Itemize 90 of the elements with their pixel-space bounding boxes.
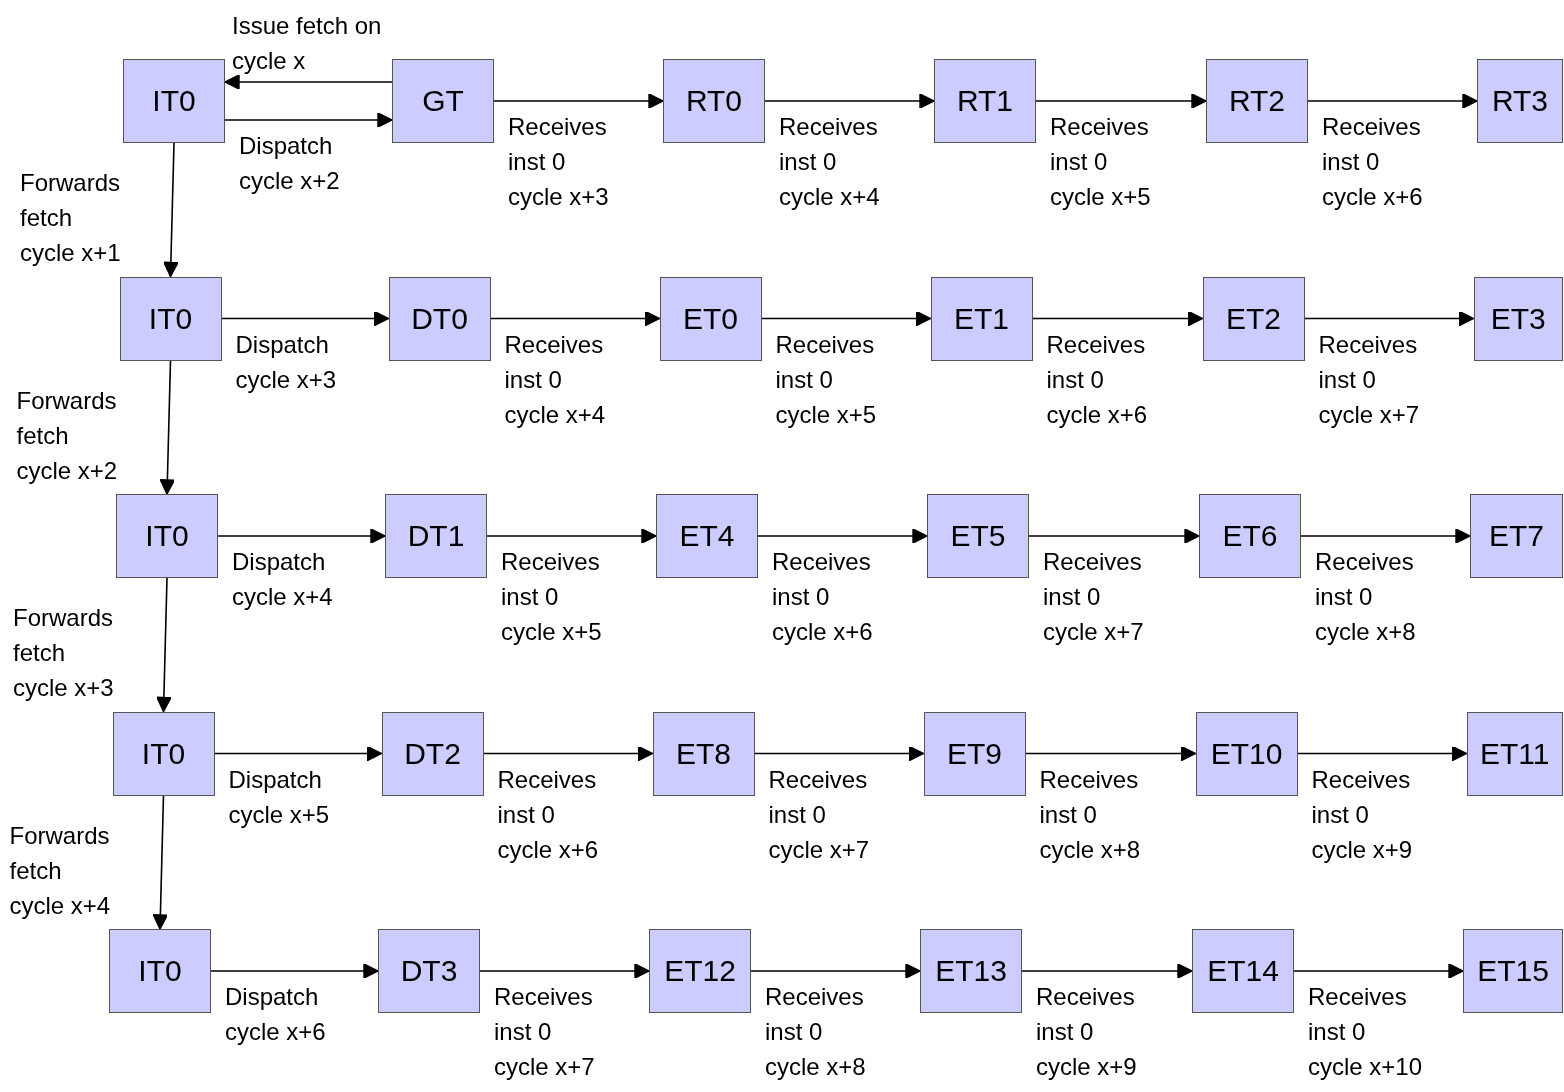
edge-label: Receives inst 0 cycle x+6: [497, 764, 600, 865]
process-box: ET5: [927, 494, 1029, 578]
arrow: [152, 794, 169, 930]
process-box: ET4: [656, 494, 758, 578]
arrow: [224, 74, 393, 90]
process-box: GT: [392, 59, 494, 143]
edge-label: Receives inst 0 cycle x+5: [1050, 112, 1152, 212]
arrow: [482, 745, 654, 762]
arrow: [210, 963, 379, 979]
process-box: ET1: [930, 276, 1033, 361]
arrow: [1035, 93, 1207, 109]
edge-label: Receives inst 0 cycle x+8: [765, 982, 867, 1082]
arrow: [760, 310, 932, 327]
arrow: [1024, 745, 1197, 762]
process-box: ET0: [659, 276, 762, 361]
arrow: [479, 963, 650, 979]
process-box: ET2: [1202, 276, 1305, 361]
process-box: ET6: [1199, 494, 1301, 578]
process-box: IT0: [123, 59, 225, 143]
process-box: RT3: [1477, 59, 1563, 143]
edge-label: Receives inst 0 cycle x+8: [1315, 547, 1417, 647]
edge-label: Issue fetch on cycle x: [232, 11, 383, 76]
process-box: ET14: [1192, 929, 1294, 1013]
edge-label: Dispatch cycle x+5: [228, 764, 331, 830]
edge-label: Forwards fetch cycle x+1: [20, 168, 122, 268]
process-box: DT3: [378, 929, 480, 1013]
process-box: ET3: [1473, 276, 1563, 361]
edge-label: Receives inst 0 cycle x+6: [1046, 329, 1149, 430]
edge-label: Receives inst 0 cycle x+7: [1043, 547, 1145, 647]
edge-label: Dispatch cycle x+6: [225, 982, 327, 1047]
arrow: [1031, 310, 1204, 327]
arrow: [1293, 963, 1464, 979]
edge-label: Forwards fetch cycle x+4: [9, 820, 112, 921]
arrow: [159, 359, 176, 495]
process-box: ET12: [649, 929, 751, 1013]
arrow: [764, 93, 935, 109]
edge-label: Receives inst 0 cycle x+9: [1311, 764, 1414, 865]
edge-label: Receives inst 0 cycle x+3: [508, 112, 610, 212]
process-box: ET8: [652, 711, 755, 796]
edge-label: Forwards fetch cycle x+3: [13, 603, 115, 703]
arrow: [486, 528, 657, 544]
edge-label: Receives inst 0 cycle x+5: [775, 329, 878, 430]
arrow: [1296, 745, 1468, 762]
process-box: ET7: [1470, 494, 1563, 578]
process-box: RT1: [934, 59, 1036, 143]
arrow: [757, 528, 928, 544]
arrow: [156, 577, 172, 713]
process-box: DT0: [388, 276, 491, 361]
edge-label: Dispatch cycle x+2: [239, 131, 341, 196]
process-box: IT0: [116, 494, 218, 578]
arrow: [493, 93, 664, 109]
arrow: [489, 310, 661, 327]
edge-label: Dispatch cycle x+4: [232, 547, 334, 612]
arrow: [1307, 93, 1478, 109]
arrow: [213, 745, 383, 762]
process-box: DT1: [385, 494, 487, 578]
process-box: RT2: [1206, 59, 1308, 143]
arrow: [1303, 310, 1475, 327]
arrow: [753, 745, 925, 762]
edge-label: Receives inst 0 cycle x+5: [501, 547, 603, 647]
process-box: ET15: [1463, 929, 1563, 1013]
edge-label: Receives inst 0 cycle x+8: [1039, 764, 1142, 865]
process-box: ET11: [1466, 711, 1563, 796]
arrow: [1300, 528, 1471, 544]
edge-label: Receives inst 0 cycle x+7: [768, 764, 871, 865]
process-box: ET10: [1195, 711, 1298, 796]
edge-label: Receives inst 0 cycle x+4: [779, 112, 881, 212]
process-box: IT0: [109, 929, 211, 1013]
edge-label: Receives inst 0 cycle x+7: [1318, 329, 1421, 430]
edge-label: Dispatch cycle x+3: [235, 329, 338, 395]
edge-label: Receives inst 0 cycle x+6: [1322, 112, 1424, 212]
arrow: [163, 142, 179, 278]
arrow: [217, 528, 386, 544]
edge-label: Receives inst 0 cycle x+7: [494, 982, 596, 1082]
process-box: ET13: [920, 929, 1022, 1013]
process-box: RT0: [663, 59, 765, 143]
arrow: [224, 112, 393, 128]
arrow: [220, 310, 390, 327]
edge-label: Forwards fetch cycle x+2: [16, 385, 119, 486]
arrow: [1028, 528, 1200, 544]
arrow: [750, 963, 921, 979]
edge-label: Receives inst 0 cycle x+6: [772, 547, 874, 647]
process-box: DT2: [381, 711, 484, 796]
edge-label: Receives inst 0 cycle x+10: [1308, 982, 1424, 1082]
edge-label: Receives inst 0 cycle x+4: [504, 329, 607, 430]
process-box: ET9: [923, 711, 1026, 796]
arrow: [1021, 963, 1193, 979]
process-box: IT0: [119, 276, 222, 361]
process-box: IT0: [112, 711, 215, 796]
edge-label: Receives inst 0 cycle x+9: [1036, 982, 1138, 1082]
